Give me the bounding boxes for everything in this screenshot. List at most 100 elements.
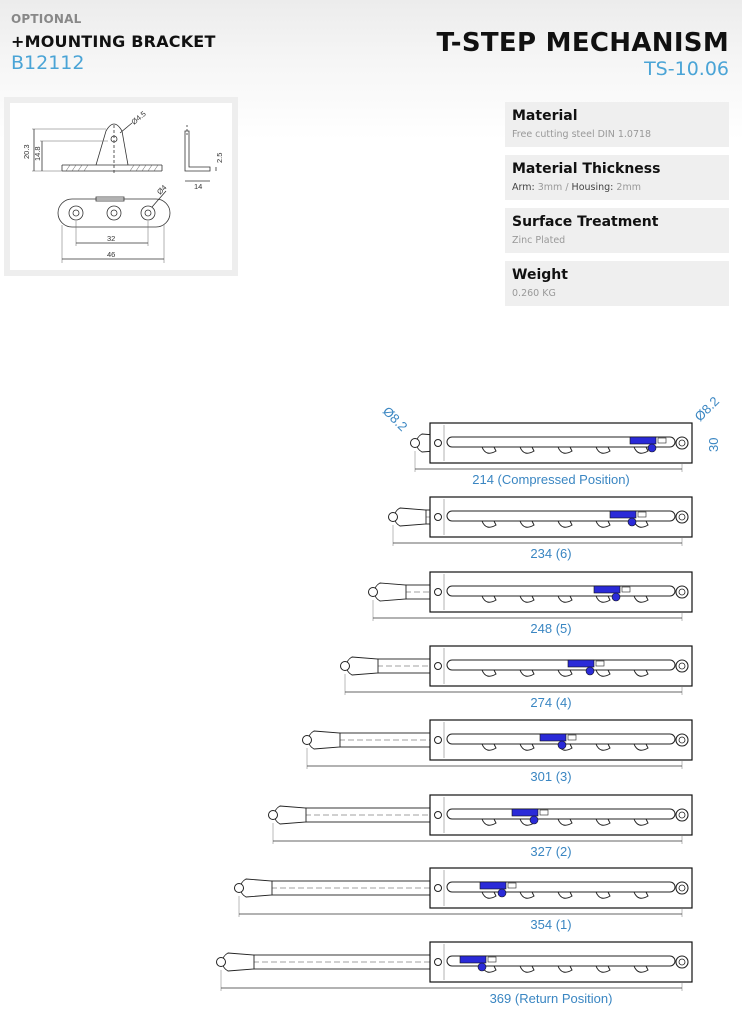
guide-hook bbox=[633, 891, 649, 899]
mechanism-position-6: 327 (2) bbox=[268, 794, 693, 859]
dim-label: 274 (4) bbox=[530, 695, 571, 710]
housing-eye-inner bbox=[678, 513, 686, 521]
guide-hook bbox=[481, 818, 497, 826]
guide-hook bbox=[519, 520, 535, 528]
guide-hook bbox=[557, 595, 573, 603]
arm-eye-end bbox=[239, 878, 273, 898]
guide-hook bbox=[595, 595, 611, 603]
housing-value: 2mm bbox=[616, 182, 641, 193]
guide-hook bbox=[519, 669, 535, 677]
latch-pin bbox=[647, 443, 657, 453]
bracket-drawing: Ø4.5 20.3 14.8 2.5 14 Ø4 32 46 bbox=[10, 103, 232, 270]
dim-label: 327 (2) bbox=[530, 844, 571, 859]
guide-hook bbox=[595, 669, 611, 677]
arm-eye-end bbox=[345, 656, 379, 676]
arm-eye-hole bbox=[388, 512, 398, 522]
guide-hook bbox=[595, 520, 611, 528]
dim-label: 301 (3) bbox=[530, 769, 571, 784]
housing-eye-inner bbox=[678, 588, 686, 596]
spec-weight: Weight 0.260 KG bbox=[505, 261, 729, 306]
dim-label: 248 (5) bbox=[530, 621, 571, 636]
guide-hook bbox=[481, 891, 497, 899]
latch-pin bbox=[529, 815, 539, 825]
spec-heading: Material Thickness bbox=[512, 161, 661, 177]
dim-height-inner: 14.8 bbox=[33, 146, 42, 161]
mechanism-position-7: 354 (1) bbox=[234, 867, 693, 932]
spec-value: Zinc Plated bbox=[512, 235, 566, 246]
dim-label: 369 (Return Position) bbox=[490, 991, 613, 1006]
product-code: TS-10.06 bbox=[644, 58, 729, 80]
dim-height: 30 bbox=[706, 438, 721, 452]
latch-pin bbox=[477, 962, 487, 972]
latch-body bbox=[593, 585, 621, 594]
product-title: T-STEP MECHANISM bbox=[436, 28, 729, 58]
spec-value: Arm: 3mm / Housing: 2mm bbox=[512, 182, 641, 193]
arm-eye-hole bbox=[234, 883, 244, 893]
guide-hook bbox=[481, 743, 497, 751]
latch-spring bbox=[539, 809, 549, 816]
dim-pitch: 32 bbox=[107, 234, 115, 243]
dim-height-total: 20.3 bbox=[22, 144, 31, 159]
latch-body bbox=[629, 436, 657, 445]
housing-rivet bbox=[434, 811, 442, 819]
housing-rivet bbox=[434, 884, 442, 892]
guide-hook bbox=[519, 595, 535, 603]
thickness-separator: / bbox=[562, 182, 572, 193]
spec-heading: Material bbox=[512, 108, 578, 124]
guide-hook bbox=[519, 743, 535, 751]
guide-hook bbox=[481, 669, 497, 677]
housing-rivet bbox=[434, 513, 442, 521]
arm-eye-end bbox=[307, 730, 341, 750]
guide-hook bbox=[481, 595, 497, 603]
guide-hook bbox=[519, 891, 535, 899]
dim-foot: 14 bbox=[194, 182, 202, 191]
housing-eye-inner bbox=[678, 736, 686, 744]
latch-pin bbox=[497, 888, 507, 898]
spec-value: Free cutting steel DIN 1.0718 bbox=[512, 129, 652, 140]
dim-label: 354 (1) bbox=[530, 917, 571, 932]
guide-hook bbox=[633, 595, 649, 603]
guide-hook bbox=[633, 446, 649, 454]
guide-hook bbox=[633, 818, 649, 826]
arm-eye-hole bbox=[410, 438, 420, 448]
arm-eye-end bbox=[273, 805, 307, 825]
guide-hook bbox=[519, 446, 535, 454]
guide-hook bbox=[595, 446, 611, 454]
latch-pin bbox=[627, 517, 637, 527]
guide-hook bbox=[595, 818, 611, 826]
spec-value: 0.260 KG bbox=[512, 288, 556, 299]
housing-eye-inner bbox=[678, 811, 686, 819]
housing-label: Housing: bbox=[571, 182, 614, 193]
latch-spring bbox=[567, 734, 577, 741]
latch-spring bbox=[637, 511, 647, 518]
spec-heading: Weight bbox=[512, 267, 568, 283]
housing-rivet bbox=[434, 958, 442, 966]
housing-rivet bbox=[434, 588, 442, 596]
guide-hook bbox=[481, 520, 497, 528]
latch-body bbox=[511, 808, 539, 817]
arm-label: Arm: bbox=[512, 182, 535, 193]
bracket-title: +MOUNTING BRACKET bbox=[11, 32, 216, 51]
spec-surface: Surface Treatment Zinc Plated bbox=[505, 208, 729, 253]
arm-eye-hole bbox=[302, 735, 312, 745]
guide-hook bbox=[519, 965, 535, 973]
latch-body bbox=[539, 733, 567, 742]
latch-body bbox=[609, 510, 637, 519]
arm-eye-hole bbox=[340, 661, 350, 671]
housing-eye-inner bbox=[678, 958, 686, 966]
guide-hook bbox=[633, 743, 649, 751]
spec-thickness: Material Thickness Arm: 3mm / Housing: 2… bbox=[505, 155, 729, 200]
guide-slot bbox=[446, 585, 676, 597]
spec-heading: Surface Treatment bbox=[512, 214, 659, 230]
guide-hook bbox=[595, 743, 611, 751]
latch-spring bbox=[621, 586, 631, 593]
bracket-code: B12112 bbox=[11, 52, 85, 74]
mechanism-position-5: 301 (3) bbox=[302, 719, 693, 784]
dim-label: 214 (Compressed Position) bbox=[472, 472, 630, 487]
housing-eye-inner bbox=[678, 439, 686, 447]
dim-thickness: 2.5 bbox=[215, 153, 224, 163]
arm-eye-end bbox=[373, 582, 407, 602]
bracket-drawing-svg: Ø4.5 20.3 14.8 2.5 14 Ø4 32 46 bbox=[22, 109, 224, 263]
dim-label: 234 (6) bbox=[530, 546, 571, 561]
